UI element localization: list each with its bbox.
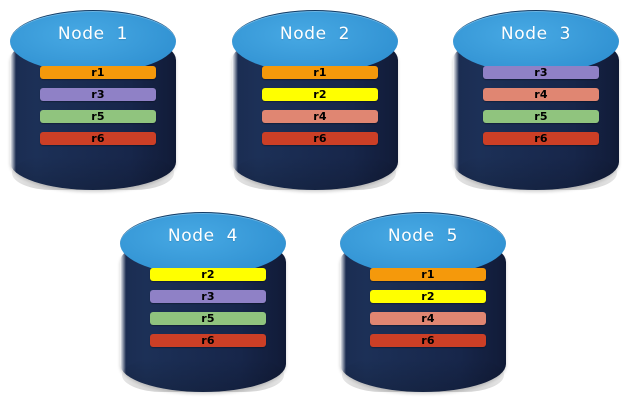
replica-bar[interactable]: r6 <box>262 132 378 145</box>
replica-label: r5 <box>534 110 548 123</box>
replica-bar[interactable]: r2 <box>370 290 486 303</box>
cylinder-top-disc <box>10 10 176 73</box>
replica-label: r3 <box>201 290 215 303</box>
database-node[interactable]: Node 3 r3 r4 r5 r6 <box>453 10 619 190</box>
replica-list: r1 r2 r4 r6 <box>262 66 378 154</box>
replica-bar[interactable]: r1 <box>370 268 486 281</box>
replica-bar[interactable]: r1 <box>262 66 378 79</box>
node-title: Node 1 <box>57 24 129 44</box>
replica-bar[interactable]: r3 <box>483 66 599 79</box>
replica-label: r6 <box>421 334 435 347</box>
node-title: Node 3 <box>500 24 572 44</box>
replica-bar[interactable]: r4 <box>262 110 378 123</box>
replica-label: r6 <box>534 132 548 145</box>
replica-label: r1 <box>421 268 435 281</box>
replica-list: r1 r2 r4 r6 <box>370 268 486 356</box>
replica-label: r3 <box>91 88 105 101</box>
replica-label: r1 <box>91 66 105 79</box>
cylinder-top-disc <box>453 10 619 73</box>
cylinder-top-disc <box>340 212 506 275</box>
replica-bar[interactable]: r2 <box>150 268 266 281</box>
replica-label: r2 <box>313 88 327 101</box>
replica-label: r3 <box>534 66 548 79</box>
replica-label: r6 <box>91 132 105 145</box>
replica-list: r2 r3 r5 r6 <box>150 268 266 356</box>
node-title: Node 2 <box>279 24 351 44</box>
cylinder-top-disc <box>120 212 286 275</box>
replica-label: r4 <box>534 88 548 101</box>
replica-bar[interactable]: r1 <box>40 66 156 79</box>
replica-list: r3 r4 r5 r6 <box>483 66 599 154</box>
replica-label: r5 <box>91 110 105 123</box>
cylinder-top-disc <box>232 10 398 73</box>
database-node[interactable]: Node 5 r1 r2 r4 r6 <box>340 212 506 392</box>
replica-label: r6 <box>313 132 327 145</box>
replica-bar[interactable]: r6 <box>483 132 599 145</box>
replica-bar[interactable]: r5 <box>150 312 266 325</box>
replica-bar[interactable]: r5 <box>40 110 156 123</box>
replica-bar[interactable]: r4 <box>483 88 599 101</box>
replica-label: r6 <box>201 334 215 347</box>
replica-bar[interactable]: r5 <box>483 110 599 123</box>
replica-label: r2 <box>201 268 215 281</box>
replica-bar[interactable]: r2 <box>262 88 378 101</box>
replica-bar[interactable]: r3 <box>40 88 156 101</box>
replica-label: r1 <box>313 66 327 79</box>
replica-label: r2 <box>421 290 435 303</box>
replica-bar[interactable]: r6 <box>370 334 486 347</box>
replica-label: r4 <box>421 312 435 325</box>
replica-list: r1 r3 r5 r6 <box>40 66 156 154</box>
database-node[interactable]: Node 4 r2 r3 r5 r6 <box>120 212 286 392</box>
node-title: Node 4 <box>167 226 239 246</box>
replica-bar[interactable]: r6 <box>40 132 156 145</box>
replica-bar[interactable]: r3 <box>150 290 266 303</box>
database-node[interactable]: Node 2 r1 r2 r4 r6 <box>232 10 398 190</box>
replica-label: r5 <box>201 312 215 325</box>
database-node[interactable]: Node 1 r1 r3 r5 r6 <box>10 10 176 190</box>
replica-bar[interactable]: r4 <box>370 312 486 325</box>
replica-bar[interactable]: r6 <box>150 334 266 347</box>
node-title: Node 5 <box>387 226 459 246</box>
replica-label: r4 <box>313 110 327 123</box>
